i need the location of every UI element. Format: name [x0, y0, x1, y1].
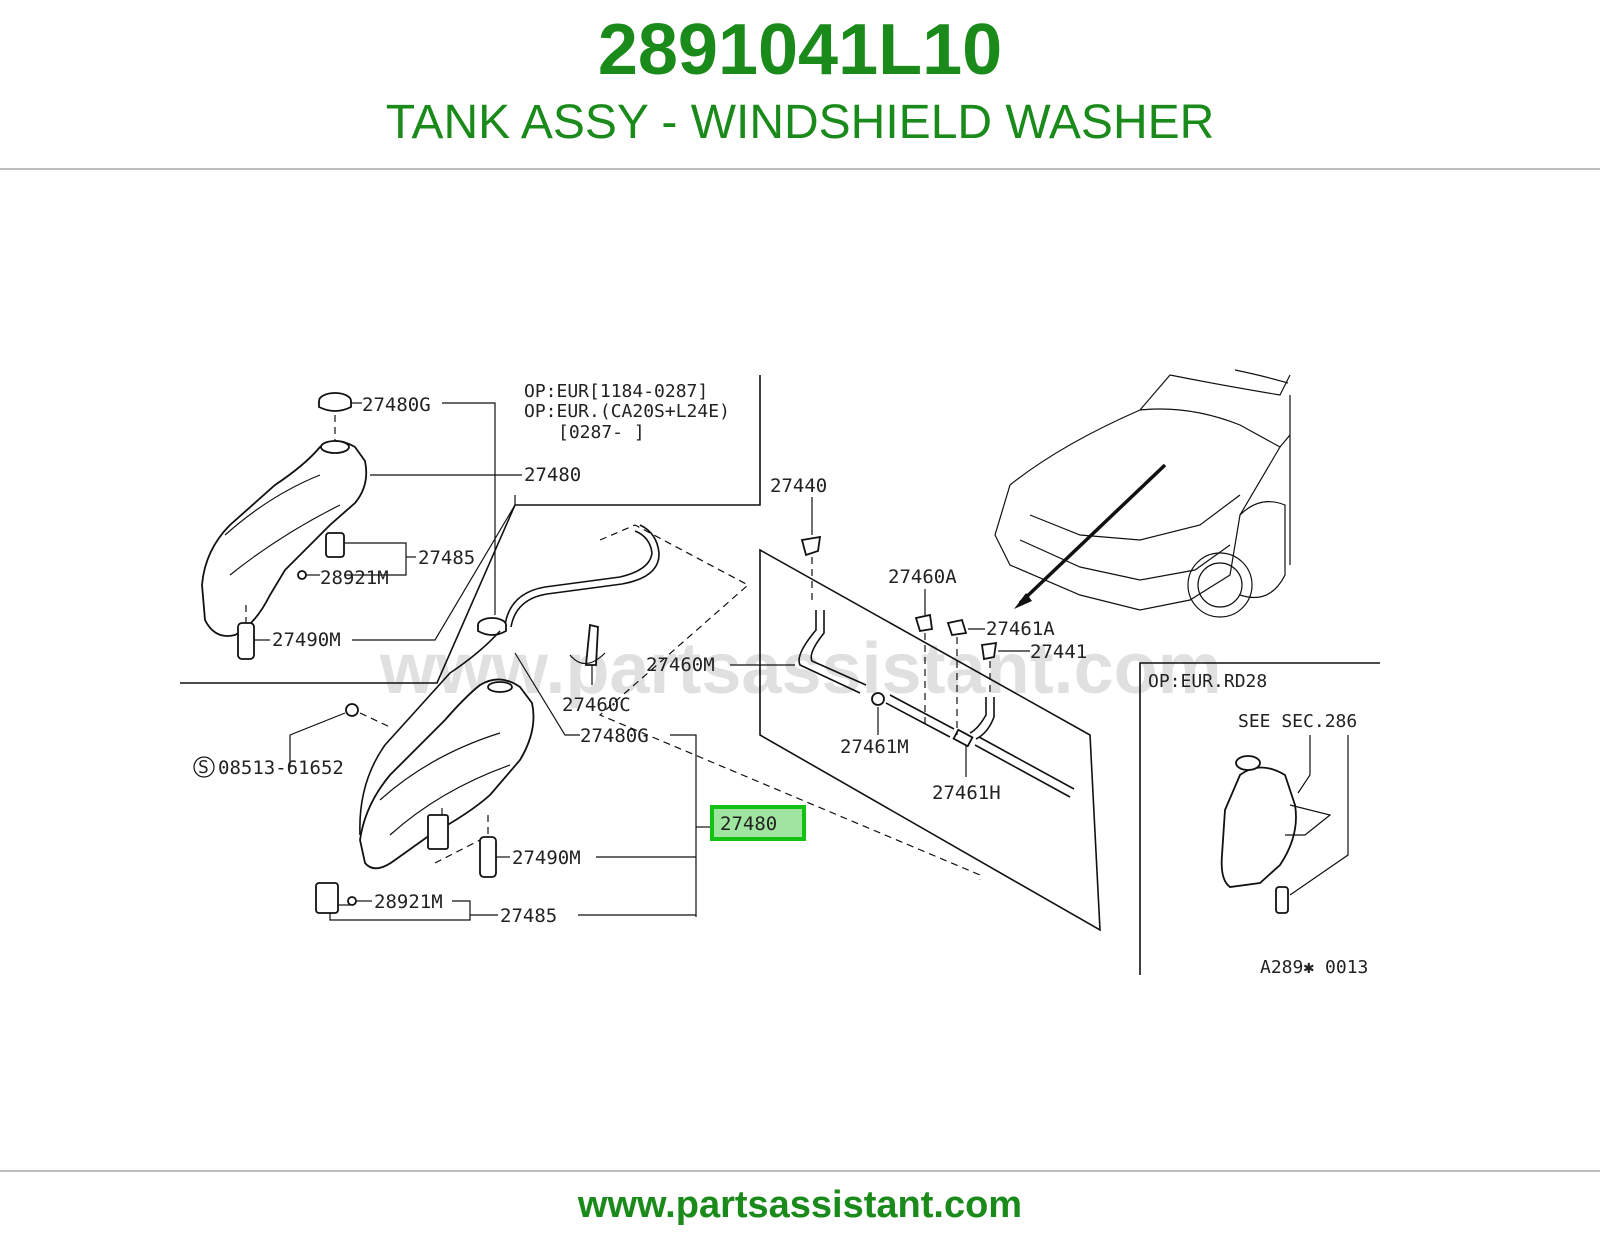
screw-shape: [345, 703, 359, 717]
callout-upper-hose: 27490M: [272, 629, 341, 651]
part-name-subtitle: TANK ASSY - WINDSHIELD WASHER: [385, 96, 1215, 149]
connector-h-shape: [952, 728, 974, 748]
callout-clip-a: 27460A: [888, 566, 957, 588]
main-pump-shape: [315, 882, 339, 914]
callout-connector-a: 27461A: [986, 618, 1055, 640]
hose-clip-shape: [585, 623, 599, 666]
callout-connector-m: 27461M: [840, 736, 909, 758]
option-note-line-3: [0287- ]: [558, 422, 645, 443]
callout-lower-cap: 27480G: [580, 725, 649, 747]
highlighted-callout[interactable]: 27480: [720, 813, 777, 835]
callout-hose-clip: 27460C: [562, 694, 631, 716]
main-tank-body: [359, 678, 535, 870]
rd28-tank-shape: [1220, 766, 1297, 888]
upper-hose-shape: [237, 622, 255, 660]
upper-tank-assembly: 27480G 27480 27485 28921M 27490M: [201, 392, 581, 660]
figure-code: A289✱ 0013: [1260, 957, 1368, 978]
callout-lower-pump: 27485: [500, 905, 557, 927]
option-note-line-1: OP:EUR[1184-0287]: [524, 381, 708, 402]
callout-upper-grommet: 28921M: [320, 567, 389, 589]
highlighted-callout-box[interactable]: [710, 805, 806, 841]
nozzle-hose-panel: 27440 27460M 27460A 27461A 27441 27461M …: [646, 475, 1101, 932]
callout-upper-cap: 27480G: [362, 394, 431, 416]
main-tank-assembly: S 08513-61652 27480G 27490M 28921M 27485…: [193, 524, 806, 927]
header-divider: [0, 168, 1600, 170]
upper-grommet-shape: [297, 570, 307, 580]
callout-lower-grommet: 28921M: [374, 891, 443, 913]
clip-a-shape: [914, 613, 934, 633]
see-section-label: SEE SEC.286: [1238, 711, 1357, 732]
nozzle-right-shape: [980, 641, 998, 661]
footer-website-link[interactable]: www.partsassistant.com: [577, 1184, 1023, 1226]
callout-nozzle-right: 27441: [1030, 641, 1087, 663]
upper-cap-rim: [318, 401, 352, 412]
parts-diagram: www.partsassistant.com 27480G 27480 2748…: [180, 369, 1380, 978]
option-note-box: OP:EUR.RD28: [1148, 671, 1267, 692]
callout-nozzle-upper: 27440: [770, 475, 827, 497]
upper-pump-shape: [325, 532, 345, 558]
callout-screw: 08513-61652: [218, 757, 344, 779]
callout-upper-pump: 27485: [418, 547, 475, 569]
vehicle-front-sketch: [994, 369, 1291, 618]
screw-symbol: S: [198, 757, 209, 778]
upper-tank-body: [201, 440, 368, 637]
main-hose-shape: [479, 836, 497, 878]
main-grommet-shape: [347, 896, 357, 906]
footer-divider: [0, 1170, 1600, 1172]
option-note-top: OP:EUR[1184-0287] OP:EUR.(CA20S+L24E) [0…: [180, 375, 761, 684]
callout-connector-h: 27461H: [932, 782, 1001, 804]
nozzle-top-shape: [800, 535, 822, 557]
part-number-title: 2891041L10: [597, 10, 1003, 90]
callout-lower-hose: 27490M: [512, 847, 581, 869]
option-note-line-2: OP:EUR.(CA20S+L24E): [524, 401, 730, 422]
rd28-inset: OP:EUR.RD28 SEE SEC.286 A289✱ 0013: [1139, 662, 1380, 978]
callout-upper-tank: 27480: [524, 464, 581, 486]
connector-m-shape: [871, 692, 885, 706]
callout-hose-main: 27460M: [646, 654, 715, 676]
connector-a-shape: [946, 618, 968, 636]
page-header: 2891041L10 TANK ASSY - WINDSHIELD WASHER: [0, 0, 1600, 170]
screw-symbol-circle: [193, 756, 215, 778]
